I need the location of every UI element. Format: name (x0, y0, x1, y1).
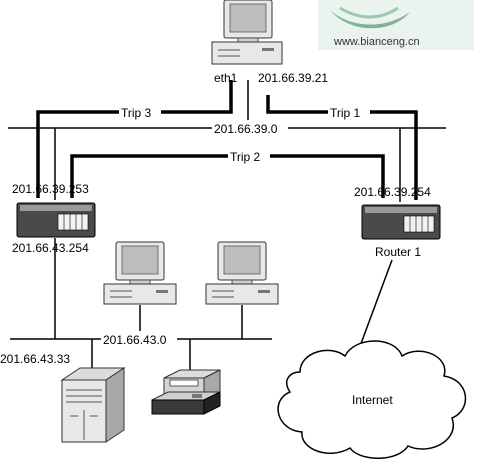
trip2-path (70, 154, 385, 198)
top-host-computer-icon (211, 0, 283, 65)
left-router-lower-ip: 201.66.43.254 (12, 241, 89, 255)
trip3-path (36, 80, 233, 198)
top-host-ip-label: 201.66.39.21 (258, 71, 328, 85)
left-router-icon (16, 202, 96, 238)
right-router-name: Router 1 (375, 245, 421, 259)
router-internet-link (355, 259, 393, 358)
trip-paths (36, 80, 418, 200)
printer-icon (151, 369, 221, 415)
top-host-interface-label: eth1 (214, 71, 238, 85)
trip2-label: Trip 2 (230, 150, 261, 164)
right-router-ip: 201.66.39.254 (354, 185, 431, 199)
workstation-1-computer-icon (103, 241, 177, 305)
server-icon (60, 367, 126, 443)
trip1-label: Trip 1 (330, 106, 361, 120)
right-router-icon (361, 204, 441, 240)
internet-label: Internet (352, 393, 393, 407)
internet-cloud-icon (277, 340, 467, 459)
lower-network-label: 201.66.43.0 (103, 333, 167, 347)
left-router-upper-ip: 201.66.39.253 (12, 182, 89, 196)
server-ip: 201.66.43.33 (0, 352, 70, 366)
workstation-2-computer-icon (205, 241, 279, 305)
watermark-logo: www.bianceng.cn (318, 0, 474, 50)
trip3-label: Trip 3 (121, 106, 152, 120)
upper-network-label: 201.66.39.0 (214, 122, 278, 136)
watermark-text: www.bianceng.cn (333, 36, 420, 48)
